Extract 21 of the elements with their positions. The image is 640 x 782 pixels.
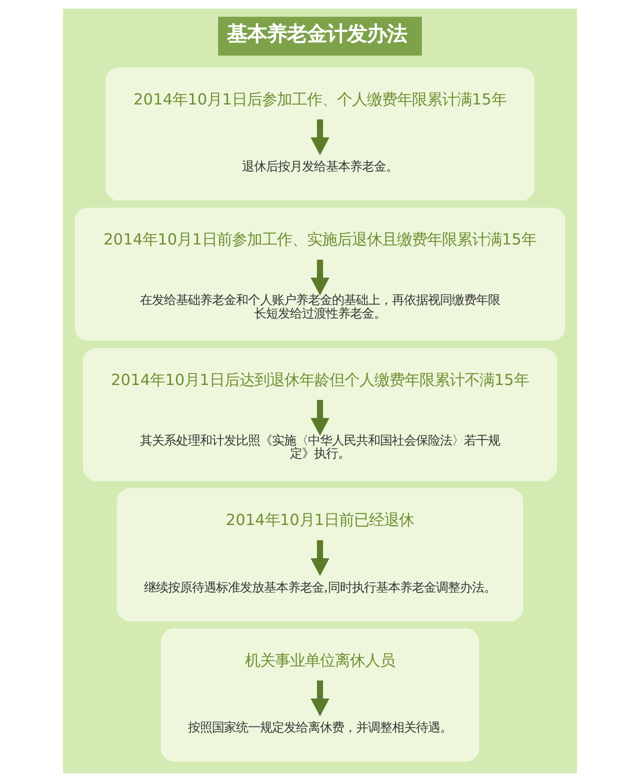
arrow [310,119,330,156]
node-text: 2014年10月1日前已经退休 [226,511,414,530]
arrow [310,260,330,296]
arrow [310,540,330,576]
diagram-title: 基本养老金计发办法 [226,21,407,46]
cluster [82,348,558,482]
node-text: 2014年10月1日后达到退休年龄但个人缴费年限累计不满15年 [111,370,529,389]
arrow [310,400,330,436]
node-text: 按照国家统一规定发给离休费，并调整相关待遇。 [188,720,452,735]
node-text: 机关事业单位离休人员 [245,651,395,670]
cluster [116,488,524,622]
node-text: 在发给基础养老金和个人账户养老金的基础上，再依据视同缴费年限长短发给过渡性养老金。 [140,293,500,320]
node-text: 继续按原待遇标准发放基本养老金,同时执行基本养老金调整办法。 [144,580,496,594]
arrow [310,680,330,716]
node-text: 2014年10月1日后参加工作、个人缴费年限累计满15年 [134,90,506,108]
node-text: 退休后按月发给基本养老金。 [242,159,398,174]
cluster [106,67,534,201]
node-text: 其关系处理和计发比照《实施〈中华人民共和国社会保险法〉若干规定》执行。 [140,433,500,461]
cluster [74,208,566,341]
cluster [160,628,480,762]
node-text: 2014年10月1日前参加工作、实施后退休且缴费年限累计满15年 [104,230,536,249]
